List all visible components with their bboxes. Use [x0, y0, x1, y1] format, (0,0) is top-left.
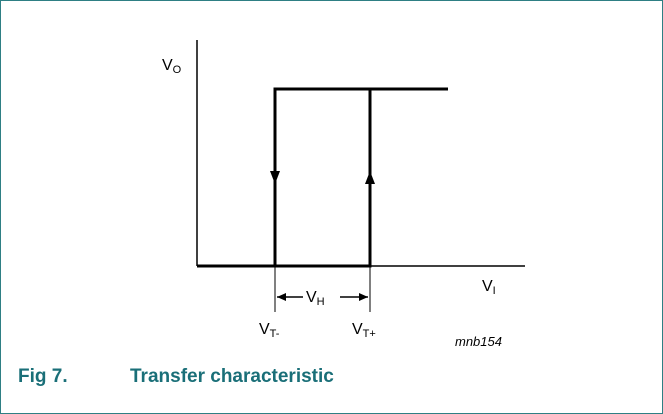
- vh-label: VH: [306, 289, 325, 308]
- vo-axis-label: VO: [162, 57, 182, 76]
- down-arrow-icon: [270, 171, 280, 184]
- vi-axis-label: VI: [482, 278, 496, 297]
- figure-caption: Fig 7. Transfer characteristic: [18, 366, 334, 388]
- up-arrow-icon: [365, 171, 375, 184]
- rising-path: [197, 87, 448, 268]
- figure-id: mnb154: [455, 334, 502, 349]
- figure-title: Transfer characteristic: [130, 366, 334, 387]
- figure-number: Fig 7.: [18, 366, 68, 387]
- vt-minus-label: VT-: [259, 321, 280, 340]
- vt-plus-label: VT+: [352, 321, 376, 340]
- falling-path: [273, 87, 370, 266]
